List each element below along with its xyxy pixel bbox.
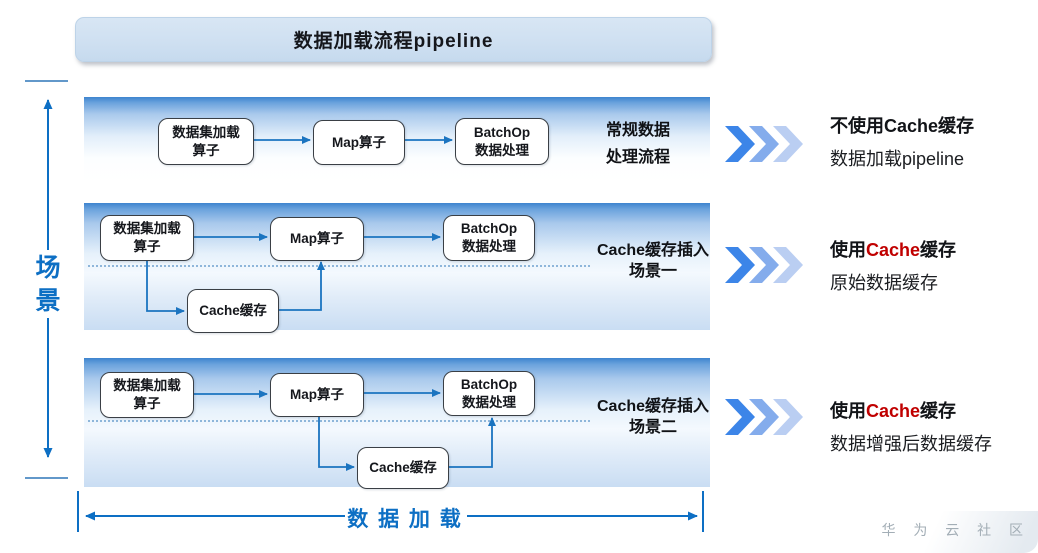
triple-chevron-icon-row2: [725, 247, 803, 283]
title-banner: 数据加载流程pipeline: [75, 17, 712, 62]
result-title-highlight: Cache: [866, 240, 921, 260]
node-cache-row3: Cache缓存: [357, 447, 449, 489]
result-subtitle-row1: 数据加载pipeline: [830, 149, 965, 169]
result-block-row2: 使用Cache缓存 原始数据缓存: [830, 236, 956, 295]
scene-label-row2: Cache缓存插入 场景一: [596, 242, 710, 280]
watermark: 华 为 云 社 区: [881, 522, 1030, 538]
chevron-mid: [749, 126, 779, 162]
result-title-post: 缓存: [920, 240, 957, 260]
load-axis-label: 数 据 加 载: [347, 508, 463, 531]
chevron-mid: [749, 399, 779, 435]
scene-label-row1: 常规数据 处理流程: [605, 122, 670, 166]
node-cache-row2: Cache缓存: [187, 289, 279, 333]
result-title-row2: 使用Cache缓存: [830, 236, 956, 262]
chevron-mid: [749, 247, 779, 283]
triple-chevron-icon-row3: [725, 399, 803, 435]
triple-chevron-icon-row1: [725, 126, 803, 162]
result-title-pre: 使用: [830, 240, 866, 260]
arrow-loader-to-cache-row2: [146, 259, 185, 315]
result-title-row3: 使用Cache缓存: [830, 397, 992, 423]
page-corner-shade: [848, 511, 1038, 553]
node-dataset-loader-row3: 数据集加载 算子: [100, 372, 194, 418]
node-dataset-loader-row1: 数据集加载 算子: [158, 118, 254, 165]
node-batchop-row1: BatchOp 数据处理: [455, 118, 549, 165]
chevron-dark: [725, 247, 755, 283]
result-block-row3: 使用Cache缓存 数据增强后数据缓存: [830, 397, 992, 456]
chevron-light: [773, 247, 803, 283]
result-subtitle-row3: 数据增强后数据缓存: [830, 434, 992, 454]
node-map-operator-row3: Map算子: [270, 373, 364, 417]
chevron-light: [773, 399, 803, 435]
arrow-map-to-cache-row3: [318, 415, 355, 471]
scene-axis-label: 场 景: [35, 254, 61, 315]
arrow-cache-to-batch-row3: [447, 417, 496, 468]
title-text: 数据加载流程pipeline: [293, 31, 494, 52]
result-block-row1: 不使用Cache缓存 数据加载pipeline: [830, 112, 974, 171]
chevron-dark: [725, 399, 755, 435]
chevron-dark: [725, 126, 755, 162]
result-title-pre: 不使用Cache缓存: [830, 116, 975, 136]
result-title-post: 缓存: [920, 401, 957, 421]
result-title-row1: 不使用Cache缓存: [830, 112, 974, 138]
result-title-highlight: Cache: [866, 401, 921, 421]
node-map-operator-row2: Map算子: [270, 217, 364, 261]
chevron-light: [773, 126, 803, 162]
node-batchop-row2: BatchOp 数据处理: [443, 215, 535, 261]
scene-label-row3: Cache缓存插入 场景二: [596, 398, 710, 436]
node-dataset-loader-row2: 数据集加载 算子: [100, 215, 194, 261]
arrow-cache-to-map-row2: [277, 261, 325, 311]
node-map-operator-row1: Map算子: [313, 120, 405, 165]
result-title-pre: 使用: [830, 401, 866, 421]
result-subtitle-row2: 原始数据缓存: [830, 273, 938, 293]
node-batchop-row3: BatchOp 数据处理: [443, 371, 535, 416]
